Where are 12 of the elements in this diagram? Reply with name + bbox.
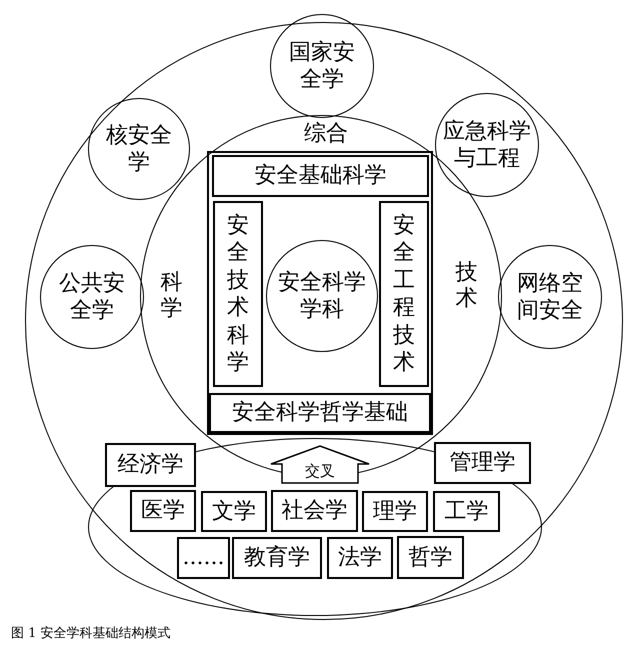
label-box: 安全工程技术 bbox=[379, 201, 429, 387]
label-box: 安全基础科学 bbox=[212, 155, 429, 197]
discipline-circle: 安全科学学科 bbox=[266, 240, 378, 352]
ring-label: 综合 bbox=[304, 121, 348, 148]
frame-box bbox=[207, 151, 433, 435]
ring-label: 技术 bbox=[455, 260, 478, 313]
discipline-circle: 国家安全学 bbox=[270, 14, 374, 118]
arrow-label: 交叉 bbox=[304, 462, 336, 480]
label-box: 安全技术科学 bbox=[213, 201, 263, 387]
ring-label: 科学 bbox=[160, 270, 184, 323]
label-box: 安全科学哲学基础 bbox=[209, 393, 431, 433]
block-arrow bbox=[270, 445, 370, 485]
